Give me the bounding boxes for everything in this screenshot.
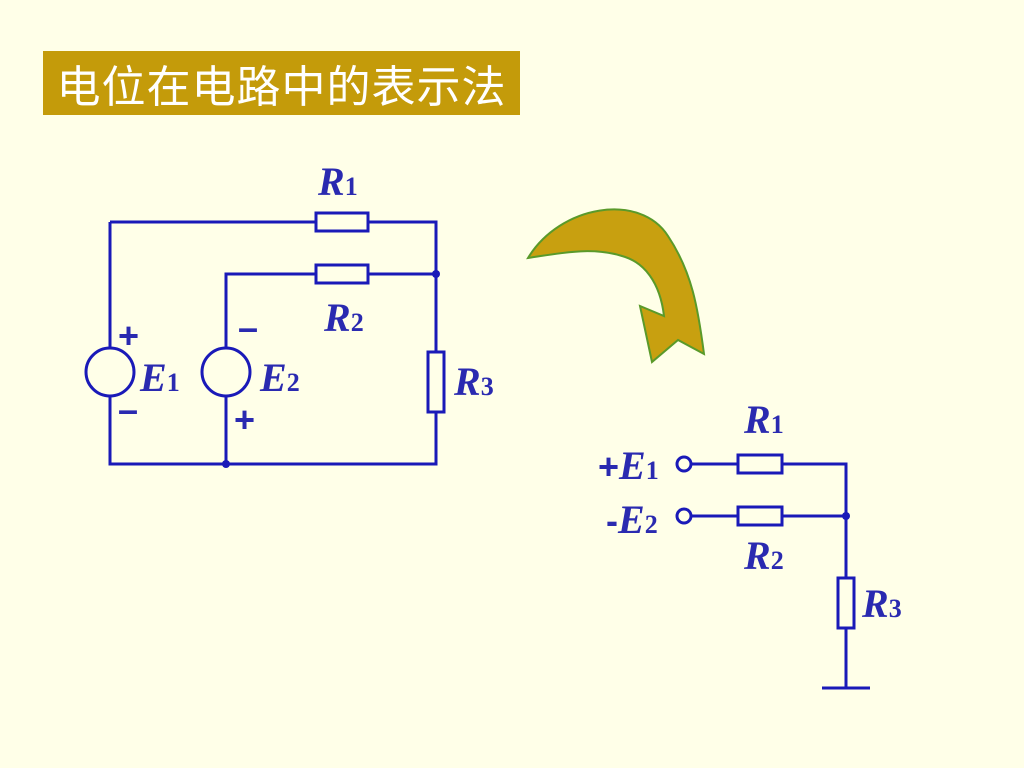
right-e2-prefix: -	[606, 500, 618, 541]
left-e1-subscript: 1	[166, 368, 180, 397]
right-r3-resistor	[836, 576, 856, 630]
left-r2-label: R2	[324, 298, 364, 338]
right-e2-subscript: 2	[644, 510, 658, 539]
right-e1-terminal-label: +E1	[598, 446, 659, 486]
right-e1-symbol: E	[619, 443, 646, 488]
left-r3-label: R3	[454, 362, 494, 402]
wire-r1-down	[782, 462, 848, 578]
right-r2-label: R2	[744, 536, 784, 576]
right-r2-symbol: R	[744, 533, 771, 578]
wire-e2-top	[224, 272, 316, 348]
right-circuit	[675, 453, 870, 690]
wire-top-right	[368, 220, 438, 352]
left-r1-resistor	[314, 211, 370, 233]
left-e1-source	[84, 346, 136, 398]
left-e2-label: E2	[260, 358, 300, 398]
left-r2-symbol: R	[324, 295, 351, 340]
left-node-bottom	[222, 460, 230, 468]
right-node	[842, 512, 850, 520]
right-r1-subscript: 1	[770, 410, 784, 439]
left-circuit	[84, 211, 446, 466]
e2-plus-sign: +	[234, 399, 256, 440]
left-node-top	[432, 270, 440, 278]
right-e2-terminal-label: -E2	[606, 500, 658, 540]
terminal-e2-icon	[675, 507, 693, 525]
left-r3-resistor	[426, 350, 446, 414]
right-r2-resistor	[736, 505, 784, 527]
e2-minus-sign: –	[238, 307, 259, 348]
left-r2-subscript: 2	[350, 308, 364, 337]
wire-bottom	[108, 396, 438, 466]
right-e1-prefix: +	[598, 446, 620, 487]
left-e2-subscript: 2	[286, 368, 300, 397]
right-r1-resistor	[736, 453, 784, 475]
left-r3-symbol: R	[454, 359, 481, 404]
left-r1-label: R1	[318, 162, 358, 202]
page-title: 电位在电路中的表示法	[56, 62, 507, 113]
left-e2-source	[200, 346, 252, 398]
left-e1-label: E1	[140, 358, 180, 398]
title-banner: 电位在电路中的表示法	[43, 51, 520, 115]
e1-minus-sign: –	[118, 389, 139, 430]
left-r2-resistor	[314, 263, 370, 285]
left-r1-subscript: 1	[344, 172, 358, 201]
right-e2-symbol: E	[618, 497, 645, 542]
curved-arrow-icon	[526, 208, 706, 364]
e1-plus-sign: +	[118, 315, 140, 356]
right-r3-label: R3	[862, 584, 902, 624]
right-r3-subscript: 3	[888, 594, 902, 623]
left-e2-symbol: E	[260, 355, 287, 400]
right-r1-symbol: R	[744, 397, 771, 442]
right-e1-subscript: 1	[645, 456, 659, 485]
left-r1-symbol: R	[318, 159, 345, 204]
terminal-e1-icon	[675, 455, 693, 473]
right-r3-symbol: R	[862, 581, 889, 626]
right-r2-subscript: 2	[770, 546, 784, 575]
right-r1-label: R1	[744, 400, 784, 440]
left-e1-symbol: E	[140, 355, 167, 400]
left-r3-subscript: 3	[480, 372, 494, 401]
